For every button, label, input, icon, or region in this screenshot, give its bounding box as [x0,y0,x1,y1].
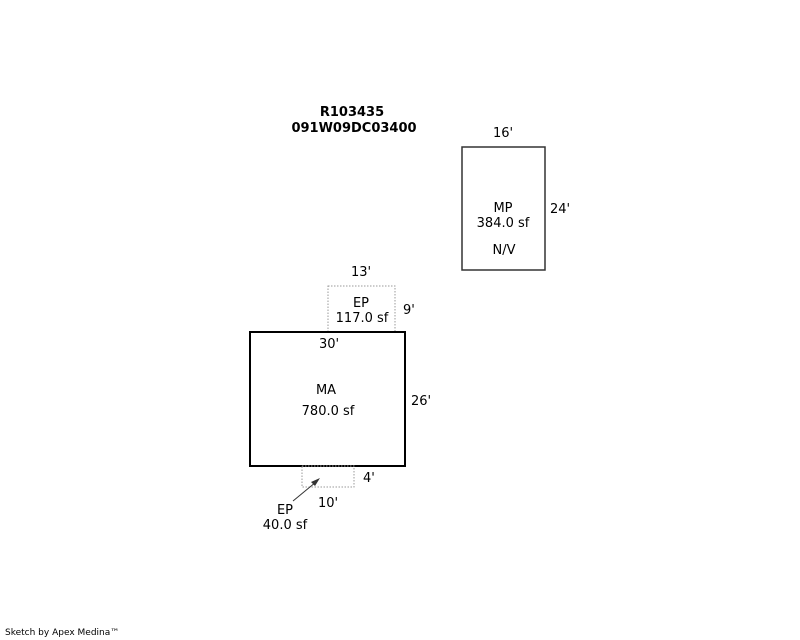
ep-front-outline [327,285,396,333]
ep-rear-depth-label: 4' [363,471,375,486]
ma-depth-label: 26' [411,394,432,409]
ep-front-width-label: 13' [350,265,372,280]
ma-area-label: 780.0 sf [301,404,355,419]
parcel-id: 091W09DC03400 [291,121,417,136]
ma-code-label: MA [315,383,337,398]
mp-note-label: N/V [492,243,516,258]
ep-rear-area-label: 40.0 sf [262,518,308,533]
mp-width-label: 16' [492,126,514,141]
account-id: R103435 [319,105,385,120]
ep-front-area-label: 117.0 sf [335,311,389,326]
ep-front-code-label: EP [352,296,370,311]
ep-front-depth-label: 9' [403,303,415,318]
ep-rear-code-label: EP [276,503,294,518]
ep-rear-pointer-arrowhead [311,478,320,486]
mp-area-label: 384.0 sf [476,216,530,231]
ma-width-label: 30' [318,337,340,352]
sketch-credit: Sketch by Apex Medina™ [5,628,120,638]
ep-rear-outline [301,465,355,488]
mp-code-label: MP [493,201,513,216]
mp-outline [461,146,546,271]
mp-depth-label: 24' [550,202,571,217]
ep-rear-pointer-line [292,481,317,502]
ep-rear-width-label: 10' [317,496,339,511]
